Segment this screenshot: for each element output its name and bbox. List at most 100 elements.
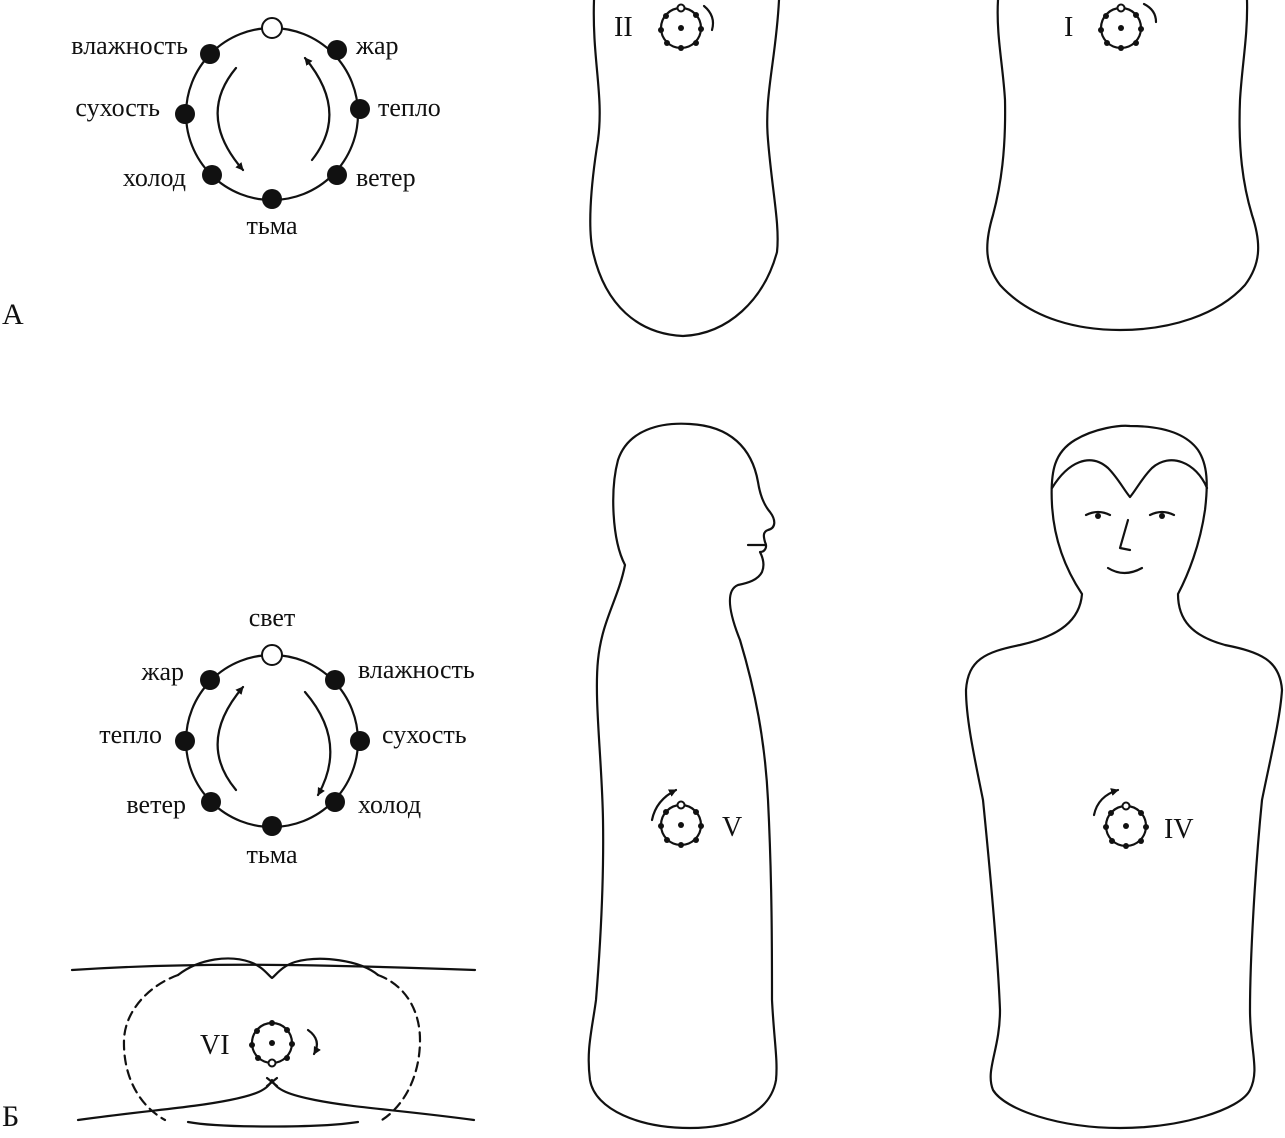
figure-v-wheel-center [678,822,684,828]
figure-iv-wheel-node [1103,824,1109,830]
figure-iv-wheel-center [1123,823,1129,829]
wheel-b-label-left-lower: ветер [126,790,186,819]
figure-v-wheel-node [658,823,664,829]
figure-vi-dashed-right [376,973,422,1122]
figure-ii-outline [589,0,781,338]
figure-iv-right-pupil [1159,513,1165,519]
wheel-a-node-left-mid [175,104,195,124]
figure-i-numeral: I [1064,12,1073,43]
figure-iv-left-eye [1084,510,1112,517]
wheel-a-label-left-lower: холод [123,163,186,192]
wheel-b-label-right-mid: сухость [382,720,467,749]
figure-iv-mouth [1106,566,1144,575]
figure-iv-wheel-node [1123,843,1129,849]
wheel-a-node-left-upper [200,44,220,64]
figure-i-wheel-node [1103,13,1109,19]
figure-ii-wheel-node [676,3,686,13]
figure-i-wheel-node [1116,3,1126,13]
wheel-b-label-left-mid: тепло [99,720,162,749]
figure-v-wheel-node [663,809,669,815]
figure-iv-rotation-arrow [1092,788,1120,817]
panel-a-letter: А [2,298,24,331]
wheel-a-node-right-lower [327,165,347,185]
figure-i-wheel-node [1133,12,1139,18]
wheel-b-node-right-upper [325,670,345,690]
figure-vi-dashed-left [122,973,180,1122]
wheel-b-node-right-mid [350,731,370,751]
figure-vi-numeral: VI [200,1030,230,1061]
figure-vi-wheel-node [254,1028,260,1034]
figure-iv-wheel-node [1138,810,1144,816]
wheel-a-arrow-left [216,66,245,172]
wheel-b-label-top: свет [249,603,296,632]
panel-b-letter: Б [2,1100,19,1133]
wheel-a-label-right-mid: тепло [378,93,441,122]
figure-ii-wheel-node [658,27,664,33]
figure-iv-wheel-node [1121,801,1131,811]
wheel-b-node-left-mid [175,731,195,751]
wheel-b-node-left-lower [201,792,221,812]
figure-vi-wheel-node [269,1020,275,1026]
figure-vi-wheel-node [255,1055,261,1061]
figure-ii-wheel-node [698,26,704,32]
wheel-a: влажность сухость холод тьма жар тепло в… [71,17,441,240]
figure-iv-wheel-node [1109,838,1115,844]
figure-v-numeral: V [722,812,742,843]
figure-vi-top-line [70,963,477,972]
figure-vi-wheel-center [269,1040,275,1046]
wheel-b-node-top [261,644,283,666]
figure-vi-wheel-node [284,1055,290,1061]
wheel-a-node-right-upper [327,40,347,60]
wheel-a-node-bottom [262,189,282,209]
wheel-b-label-right-lower: холод [358,790,421,819]
figure-ii: II [589,0,781,338]
figure-v-wheel-node [693,809,699,815]
figure-i-wheel-center [1118,25,1124,31]
figure-vi-head-curve [176,957,380,980]
wheel-a-label-bottom: тьма [246,211,297,240]
figure-i-wheel-node [1138,26,1144,32]
figure-v-wheel-node [678,842,684,848]
figure-vi-cross-mark [265,1076,279,1088]
wheel-a-label-right-lower: ветер [356,163,416,192]
wheel-b-label-right-upper: влажность [358,655,475,684]
figure-i-wheel-node [1104,40,1110,46]
figure-i-outline [986,0,1260,332]
wheel-a-label-left-upper: влажность [71,31,188,60]
figure-vi-bottom-line [186,1120,360,1128]
figure-iv-outline [964,424,1284,1130]
figure-vi-shoulders [76,1078,476,1122]
figure-v-wheel-node [676,800,686,810]
wheel-a-label-right-upper: жар [355,31,399,60]
figure-v-wheel-node [698,823,704,829]
figure-ii-wheel-node [678,45,684,51]
figure-iv-nose [1118,518,1132,552]
figure-vi-wheel-node [284,1027,290,1033]
figure-iv-left-pupil [1095,513,1101,519]
wheel-a-node-left-lower [202,165,222,185]
wheel-b-node-right-lower [325,792,345,812]
figure-ii-wheel-node [693,40,699,46]
wheel-b-label-left-upper: жар [140,657,184,686]
wheel-b-label-bottom: тьма [246,840,297,869]
figure-v-rotation-arrow [650,788,678,822]
figure-i: I [986,0,1260,332]
figure-ii-wheel-node [664,40,670,46]
figure-iv-wheel-node [1138,838,1144,844]
figure-ii-rotation-arrow [702,4,715,32]
wheel-a-node-top [261,17,283,39]
figure-ii-wheel-center [678,25,684,31]
figure-ii-wheel-node [663,13,669,19]
figure-vi-wheel-node [267,1058,277,1068]
figure-iv-wheel-node [1108,810,1114,816]
figure-v-wheel-node [693,837,699,843]
wheel-b-node-bottom [262,816,282,836]
figure-i-wheel-node [1118,45,1124,51]
figure-vi-wheel-node [289,1041,295,1047]
figure-ii-wheel-node [693,12,699,18]
figure-iv-right-eye [1148,510,1176,517]
wheel-a-label-left-mid: сухость [75,93,160,122]
figure-iv-hairline [1050,459,1209,499]
figure-v-wheel-node [664,837,670,843]
